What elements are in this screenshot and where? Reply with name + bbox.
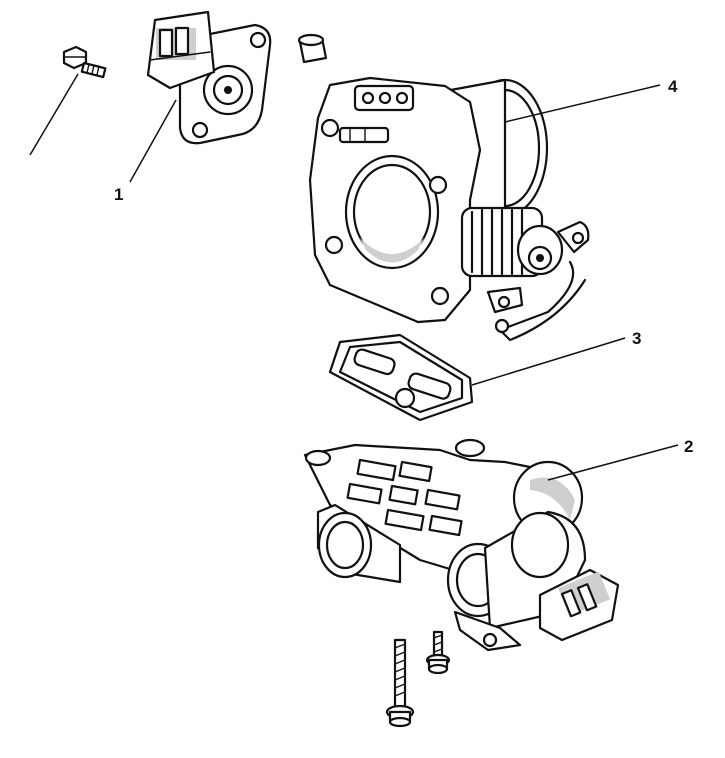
callout-3: 3 — [632, 329, 641, 348]
leader-screw — [29, 73, 79, 156]
sensor-screw — [62, 45, 107, 79]
plug-cap — [297, 33, 328, 64]
callout-1: 1 — [114, 185, 123, 204]
leader-3 — [471, 337, 626, 386]
part-1-sensor — [146, 10, 272, 145]
part-2-iac-valve — [303, 438, 620, 652]
callout-2: 2 — [684, 437, 693, 456]
callout-4: 4 — [668, 77, 678, 96]
leader-4 — [504, 84, 661, 123]
part-3-gasket — [328, 333, 474, 422]
leader-2 — [547, 444, 679, 481]
part-4-throttle-body — [308, 76, 590, 342]
short-screw — [425, 630, 451, 675]
leader-1 — [129, 99, 177, 183]
long-screw — [385, 638, 415, 728]
